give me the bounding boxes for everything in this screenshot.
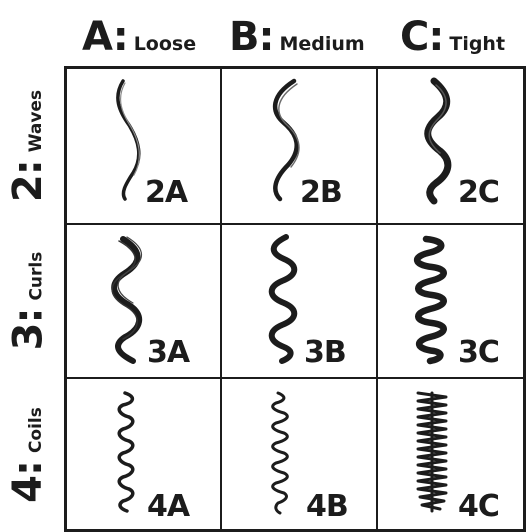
column-letter: C: [400, 14, 443, 60]
cell-code-label: 3A [147, 335, 189, 370]
row-header-4: 4: Coils [2, 378, 54, 532]
hair-strand-4c-icon [378, 379, 523, 529]
column-letter: B: [229, 14, 273, 60]
cell-code-label: 2B [300, 175, 342, 210]
cell-code-label: 2C [458, 175, 499, 210]
row-number: 4: [5, 461, 51, 503]
cell-code-label: 2A [145, 175, 187, 210]
cell-code-label: 3B [304, 335, 346, 370]
hair-strand-4b-icon [222, 379, 376, 529]
row-label: Waves [26, 90, 46, 152]
row-number: 2: [5, 160, 51, 202]
cell-code-label: 3C [458, 335, 499, 370]
hair-strand-2c-icon [378, 69, 523, 223]
cell-2b: 2B [222, 69, 376, 223]
row-header-2: 2: Waves [2, 68, 54, 224]
column-label: Tight [449, 33, 505, 55]
cell-4b: 4B [222, 379, 376, 529]
cell-4c: 4C [378, 379, 523, 529]
row-label: Coils [26, 407, 46, 453]
cell-3b: 3B [222, 225, 376, 377]
column-letter: A: [82, 14, 128, 60]
hair-strand-4a-icon [67, 379, 220, 529]
cell-2c: 2C [378, 69, 523, 223]
cell-2a: 2A [67, 69, 220, 223]
cell-code-label: 4A [147, 489, 189, 524]
hair-strand-2a-icon [67, 69, 220, 223]
row-header-3: 3: Curls [2, 224, 54, 378]
hair-strand-3b-icon [222, 225, 376, 377]
column-header-c: C: Tight [400, 14, 505, 58]
cell-code-label: 4B [306, 489, 348, 524]
column-label: Loose [134, 33, 196, 55]
cell-code-label: 4C [458, 489, 499, 524]
hair-strand-3a-icon [67, 225, 220, 377]
hair-strand-3c-icon [378, 225, 523, 377]
cell-3c: 3C [378, 225, 523, 377]
row-number: 3: [5, 309, 51, 351]
cell-3a: 3A [67, 225, 220, 377]
column-header-a: A: Loose [82, 14, 196, 58]
hair-strand-2b-icon [222, 69, 376, 223]
column-header-b: B: Medium [229, 14, 365, 58]
column-label: Medium [279, 33, 364, 55]
cell-4a: 4A [67, 379, 220, 529]
row-label: Curls [26, 252, 46, 301]
